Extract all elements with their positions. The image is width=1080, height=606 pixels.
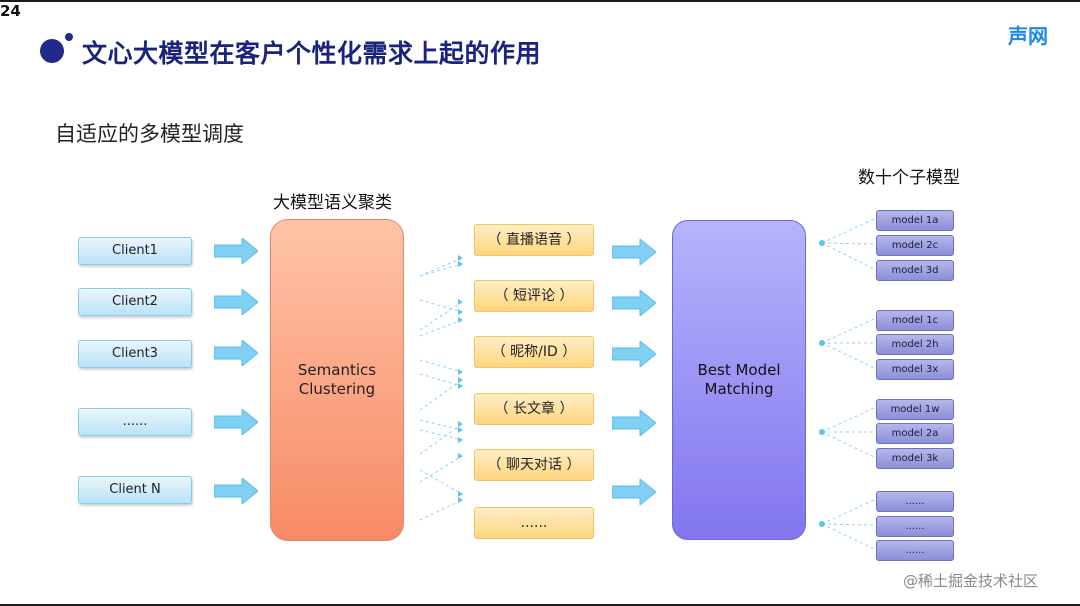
slide-title: 文心大模型在客户个性化需求上起的作用 <box>82 39 542 68</box>
arrow-right-icon <box>214 289 258 315</box>
model-box: ...... <box>876 491 954 512</box>
category-box: （ 聊天对话 ） <box>474 449 594 481</box>
category-box: （ 长文章 ） <box>474 393 594 425</box>
arrow-right-icon <box>612 410 656 436</box>
arrow-right-icon <box>612 239 656 265</box>
semantics-clustering-box: Semantics Clustering <box>270 219 404 541</box>
client-box: Client3 <box>78 340 192 368</box>
client-box: Client1 <box>78 237 192 265</box>
arrow-right-icon <box>214 409 258 435</box>
submodels-header: 数十个子模型 <box>858 168 960 188</box>
arrow-right-icon <box>214 238 258 264</box>
clustering-header: 大模型语义聚类 <box>273 193 392 213</box>
model-box: model 1a <box>876 210 954 231</box>
arrow-right-icon <box>612 479 656 505</box>
top-border <box>0 0 1080 2</box>
model-box: model 2h <box>876 334 954 355</box>
client-box: Client2 <box>78 288 192 316</box>
model-box: model 3x <box>876 359 954 380</box>
arrow-right-icon <box>214 340 258 366</box>
client-box: Client N <box>78 476 192 504</box>
bottom-border <box>0 604 1080 606</box>
page-number: 24 <box>0 2 21 20</box>
arrow-right-icon <box>612 290 656 316</box>
model-box: model 1w <box>876 399 954 420</box>
slide-subtitle: 自适应的多模型调度 <box>55 122 244 146</box>
brand-logo: 声网 <box>1008 24 1048 48</box>
model-box: model 1c <box>876 310 954 331</box>
model-box: model 2a <box>876 423 954 444</box>
category-box: （ 直播语音 ） <box>474 224 594 256</box>
model-box: ...... <box>876 540 954 561</box>
category-box: ...... <box>474 507 594 539</box>
arrow-right-icon <box>612 341 656 367</box>
client-box: ...... <box>78 408 192 436</box>
category-box: （ 短评论 ） <box>474 280 594 312</box>
model-box: model 3d <box>876 260 954 281</box>
arrow-right-icon <box>214 478 258 504</box>
model-box: ...... <box>876 516 954 537</box>
title-bullet-icon <box>40 39 64 63</box>
model-box: model 3k <box>876 448 954 469</box>
title-bullet-small-icon <box>65 33 73 41</box>
category-box: （ 昵称/ID ） <box>474 336 594 368</box>
model-box: model 2c <box>876 235 954 256</box>
best-model-matching-box: Best Model Matching <box>672 220 806 540</box>
watermark: @稀土掘金技术社区 <box>903 572 1039 590</box>
